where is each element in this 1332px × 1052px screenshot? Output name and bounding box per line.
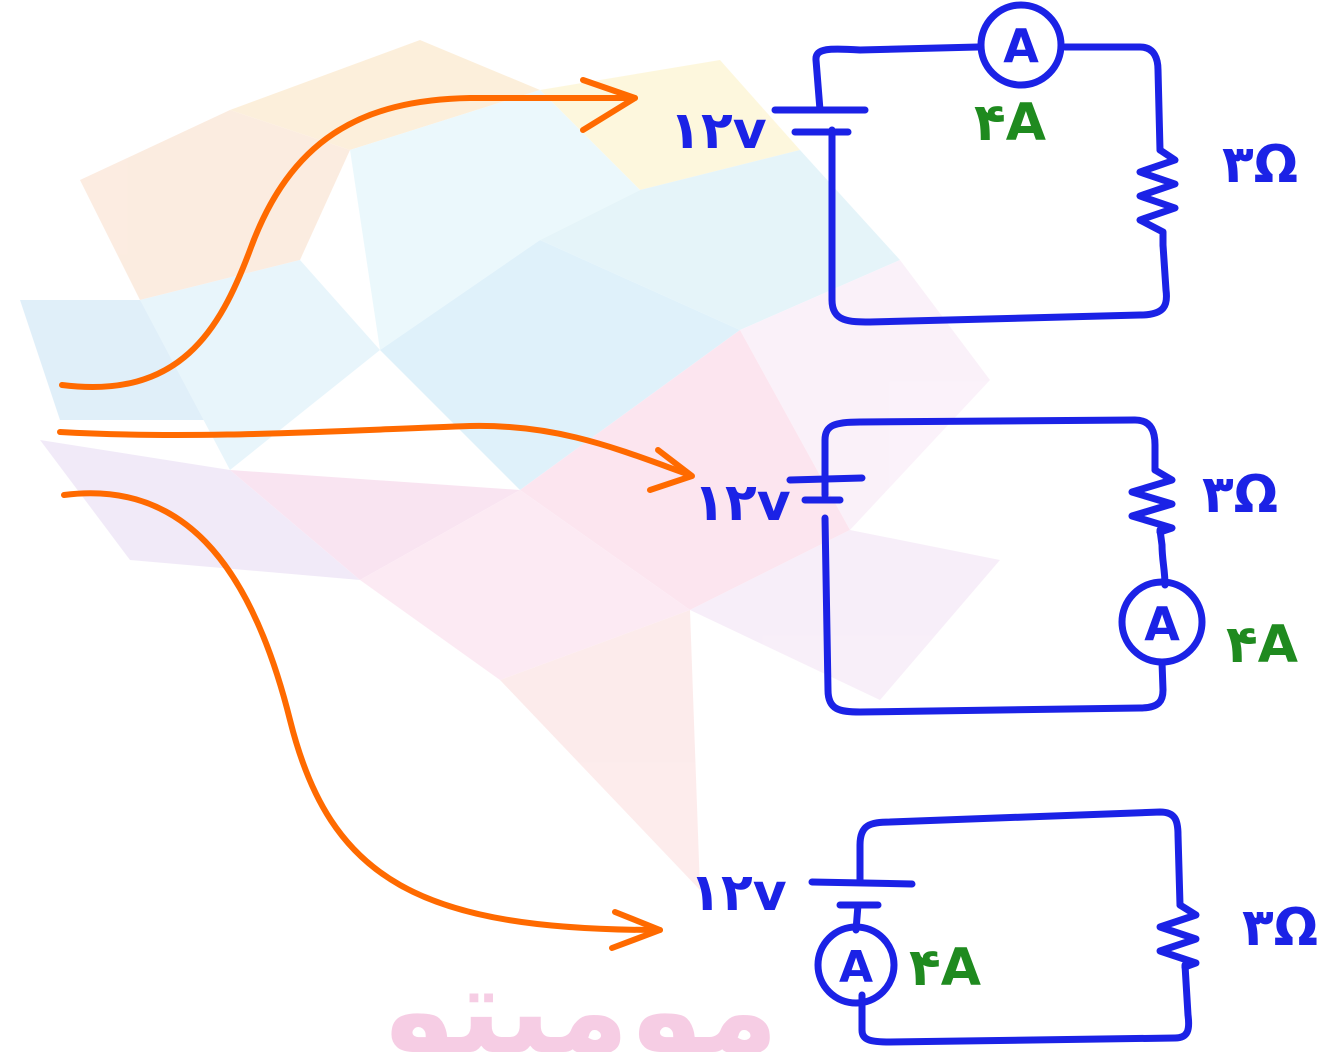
watermark-background bbox=[20, 40, 1000, 890]
bottom-battery-long-plate bbox=[808, 878, 916, 888]
middle-wire-bottom bbox=[821, 514, 1167, 716]
circuit-top: A ۱۲v ۴A ۳Ω bbox=[669, 1, 1298, 326]
circuit-middle: A ۱۲v ۳Ω ۴A bbox=[693, 416, 1298, 716]
arrow-head-top bbox=[580, 77, 638, 133]
bottom-wire-bottom bbox=[858, 961, 1193, 1046]
arrows bbox=[57, 77, 695, 951]
top-ammeter-icon bbox=[977, 1, 1065, 89]
top-resistor-icon bbox=[1136, 146, 1179, 249]
bottom-wire-top bbox=[856, 808, 1184, 909]
arrow-to-middle-circuit bbox=[57, 422, 693, 478]
middle-ammeter-symbol: A bbox=[1144, 597, 1180, 651]
top-wire-top bbox=[812, 43, 982, 114]
bottom-current-label: ۴A bbox=[909, 938, 981, 998]
watermark-logo-text: ﻣﻮﻣﯿﺘﻮ bbox=[376, 942, 778, 1052]
bottom-ammeter-icon bbox=[814, 923, 898, 1007]
middle-wire-left bbox=[821, 416, 1159, 499]
top-wire-left bbox=[828, 126, 1170, 326]
top-wire-right bbox=[1061, 43, 1164, 154]
circuit-bottom: A ۱۲v ۴A ۳Ω bbox=[689, 808, 1318, 1046]
bottom-resistance-label: ۳Ω bbox=[1242, 898, 1318, 958]
bottom-voltage-label: ۱۲v bbox=[689, 863, 786, 923]
middle-resistor-icon bbox=[1128, 466, 1176, 536]
top-voltage-label: ۱۲v bbox=[669, 101, 766, 161]
top-resistance-label: ۳Ω bbox=[1222, 135, 1298, 195]
arrow-to-bottom-circuit bbox=[61, 490, 663, 933]
middle-wire-right bbox=[1156, 526, 1169, 589]
bottom-resistor-icon bbox=[1156, 901, 1200, 971]
middle-resistance-label: ۳Ω bbox=[1202, 465, 1278, 525]
top-ammeter-symbol: A bbox=[1003, 19, 1039, 73]
top-current-label: ۴A bbox=[974, 93, 1046, 153]
arrow-head-middle bbox=[647, 447, 695, 493]
middle-ammeter-icon bbox=[1118, 578, 1206, 666]
middle-battery-long-plate bbox=[786, 474, 866, 484]
bottom-ammeter-symbol: A bbox=[839, 942, 873, 993]
arrow-to-top-circuit bbox=[59, 95, 638, 390]
middle-current-label: ۴A bbox=[1226, 615, 1298, 675]
middle-voltage-label: ۱۲v bbox=[693, 473, 790, 533]
arrow-head-bottom bbox=[609, 909, 663, 951]
